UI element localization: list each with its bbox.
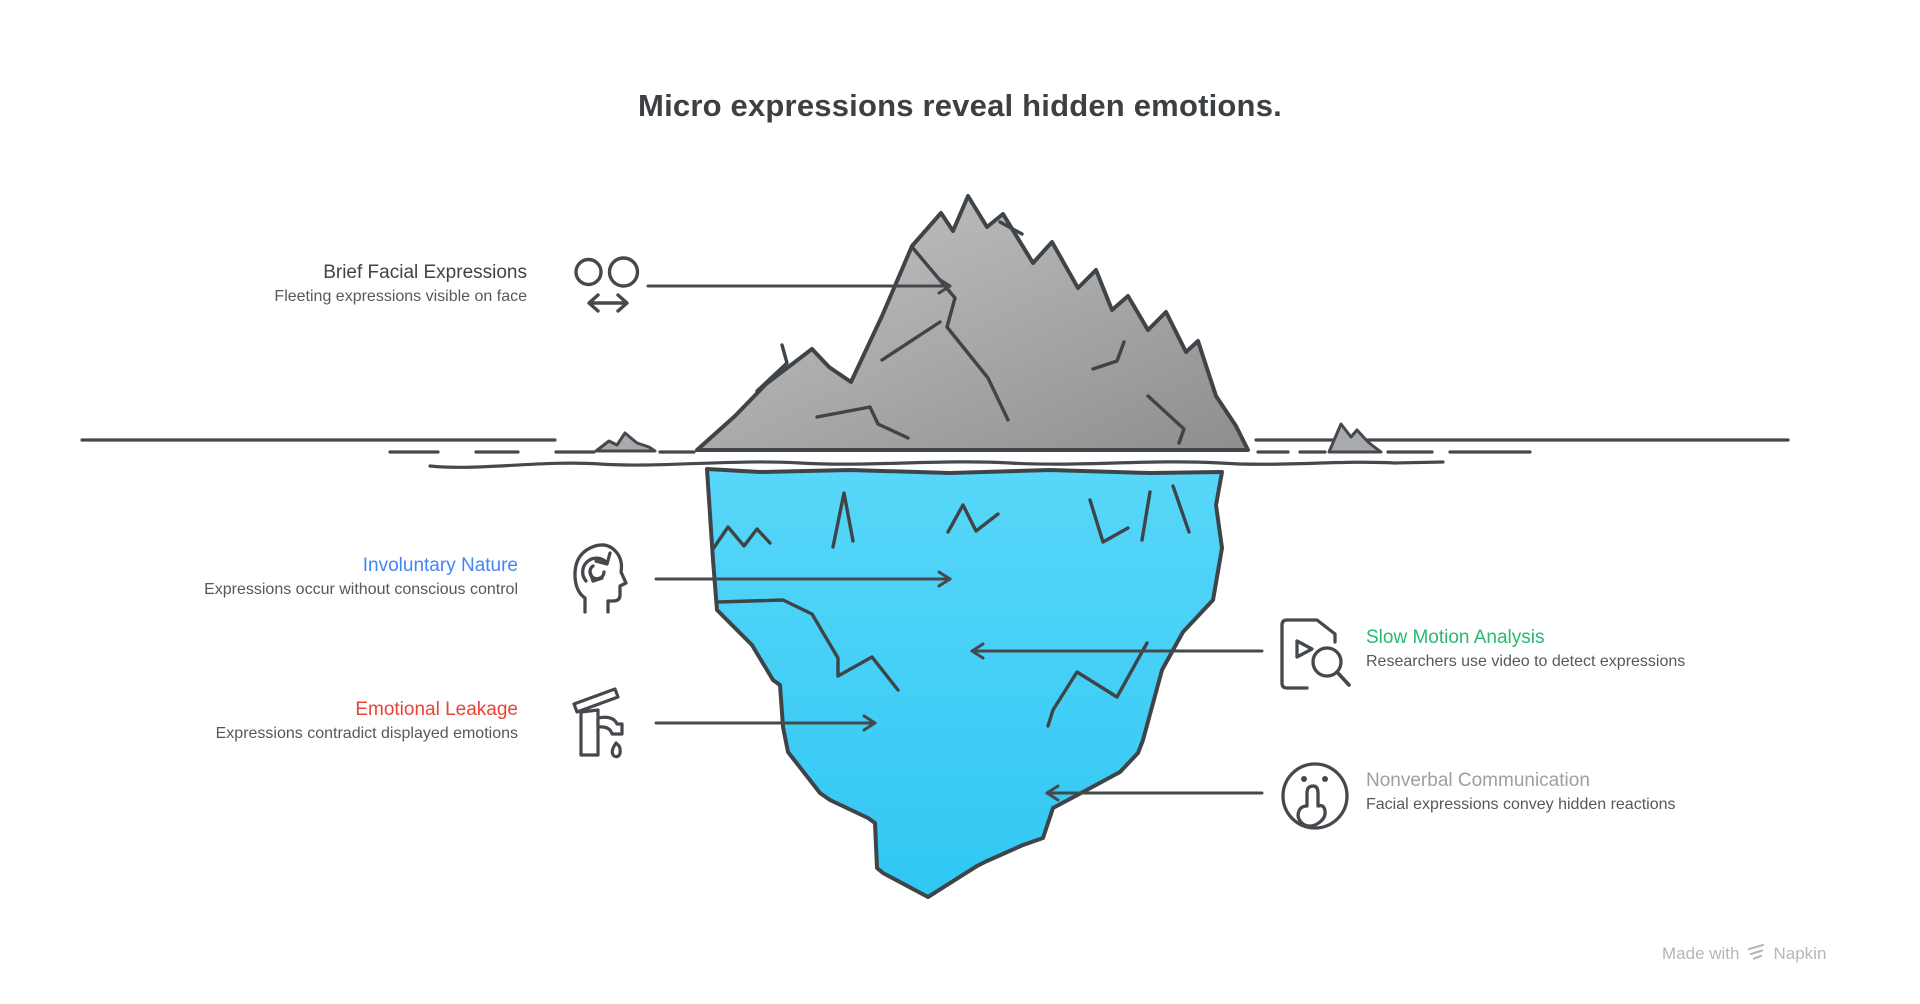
label-desc: Expressions contradict displayed emotion…: [215, 725, 518, 742]
label-title: Emotional Leakage: [355, 699, 518, 720]
napkin-logo-icon: [1746, 942, 1766, 967]
faucet-drip-icon: [572, 687, 624, 759]
eyes-glance-icon: [574, 256, 640, 313]
head-cycle-icon: [573, 543, 628, 614]
label-title: Nonverbal Communication: [1366, 770, 1590, 791]
iceberg-cracks-below: [711, 484, 1191, 728]
made-with-napkin: Made with Napkin: [1662, 941, 1826, 966]
label-title: Slow Motion Analysis: [1366, 627, 1545, 648]
label-involuntary-nature: Involuntary Nature Expressions occur wit…: [118, 553, 518, 601]
label-title: Brief Facial Expressions: [323, 262, 527, 283]
small-ice-floes: [594, 422, 1383, 454]
brand-text: Napkin: [1773, 943, 1827, 963]
label-slow-motion-analysis: Slow Motion Analysis Researchers use vid…: [1366, 625, 1796, 673]
iceberg-above-water: [695, 194, 1250, 452]
label-title: Involuntary Nature: [362, 555, 518, 576]
label-desc: Researchers use video to detect expressi…: [1366, 653, 1686, 670]
label-emotional-leakage: Emotional Leakage Expressions contradict…: [118, 697, 518, 745]
label-desc: Expressions occur without conscious cont…: [204, 581, 518, 598]
shush-face-icon: [1281, 762, 1349, 830]
made-with-text: Made with: [1662, 943, 1740, 963]
iceberg-below-water: [705, 467, 1224, 899]
label-brief-facial-expressions: Brief Facial Expressions Fleeting expres…: [127, 260, 527, 308]
video-doc-magnifier-icon: [1280, 618, 1351, 690]
label-nonverbal-communication: Nonverbal Communication Facial expressio…: [1366, 768, 1796, 816]
label-desc: Fleeting expressions visible on face: [274, 288, 527, 305]
label-desc: Facial expressions convey hidden reactio…: [1366, 796, 1676, 813]
page-title: Micro expressions reveal hidden emotions…: [638, 88, 1282, 123]
